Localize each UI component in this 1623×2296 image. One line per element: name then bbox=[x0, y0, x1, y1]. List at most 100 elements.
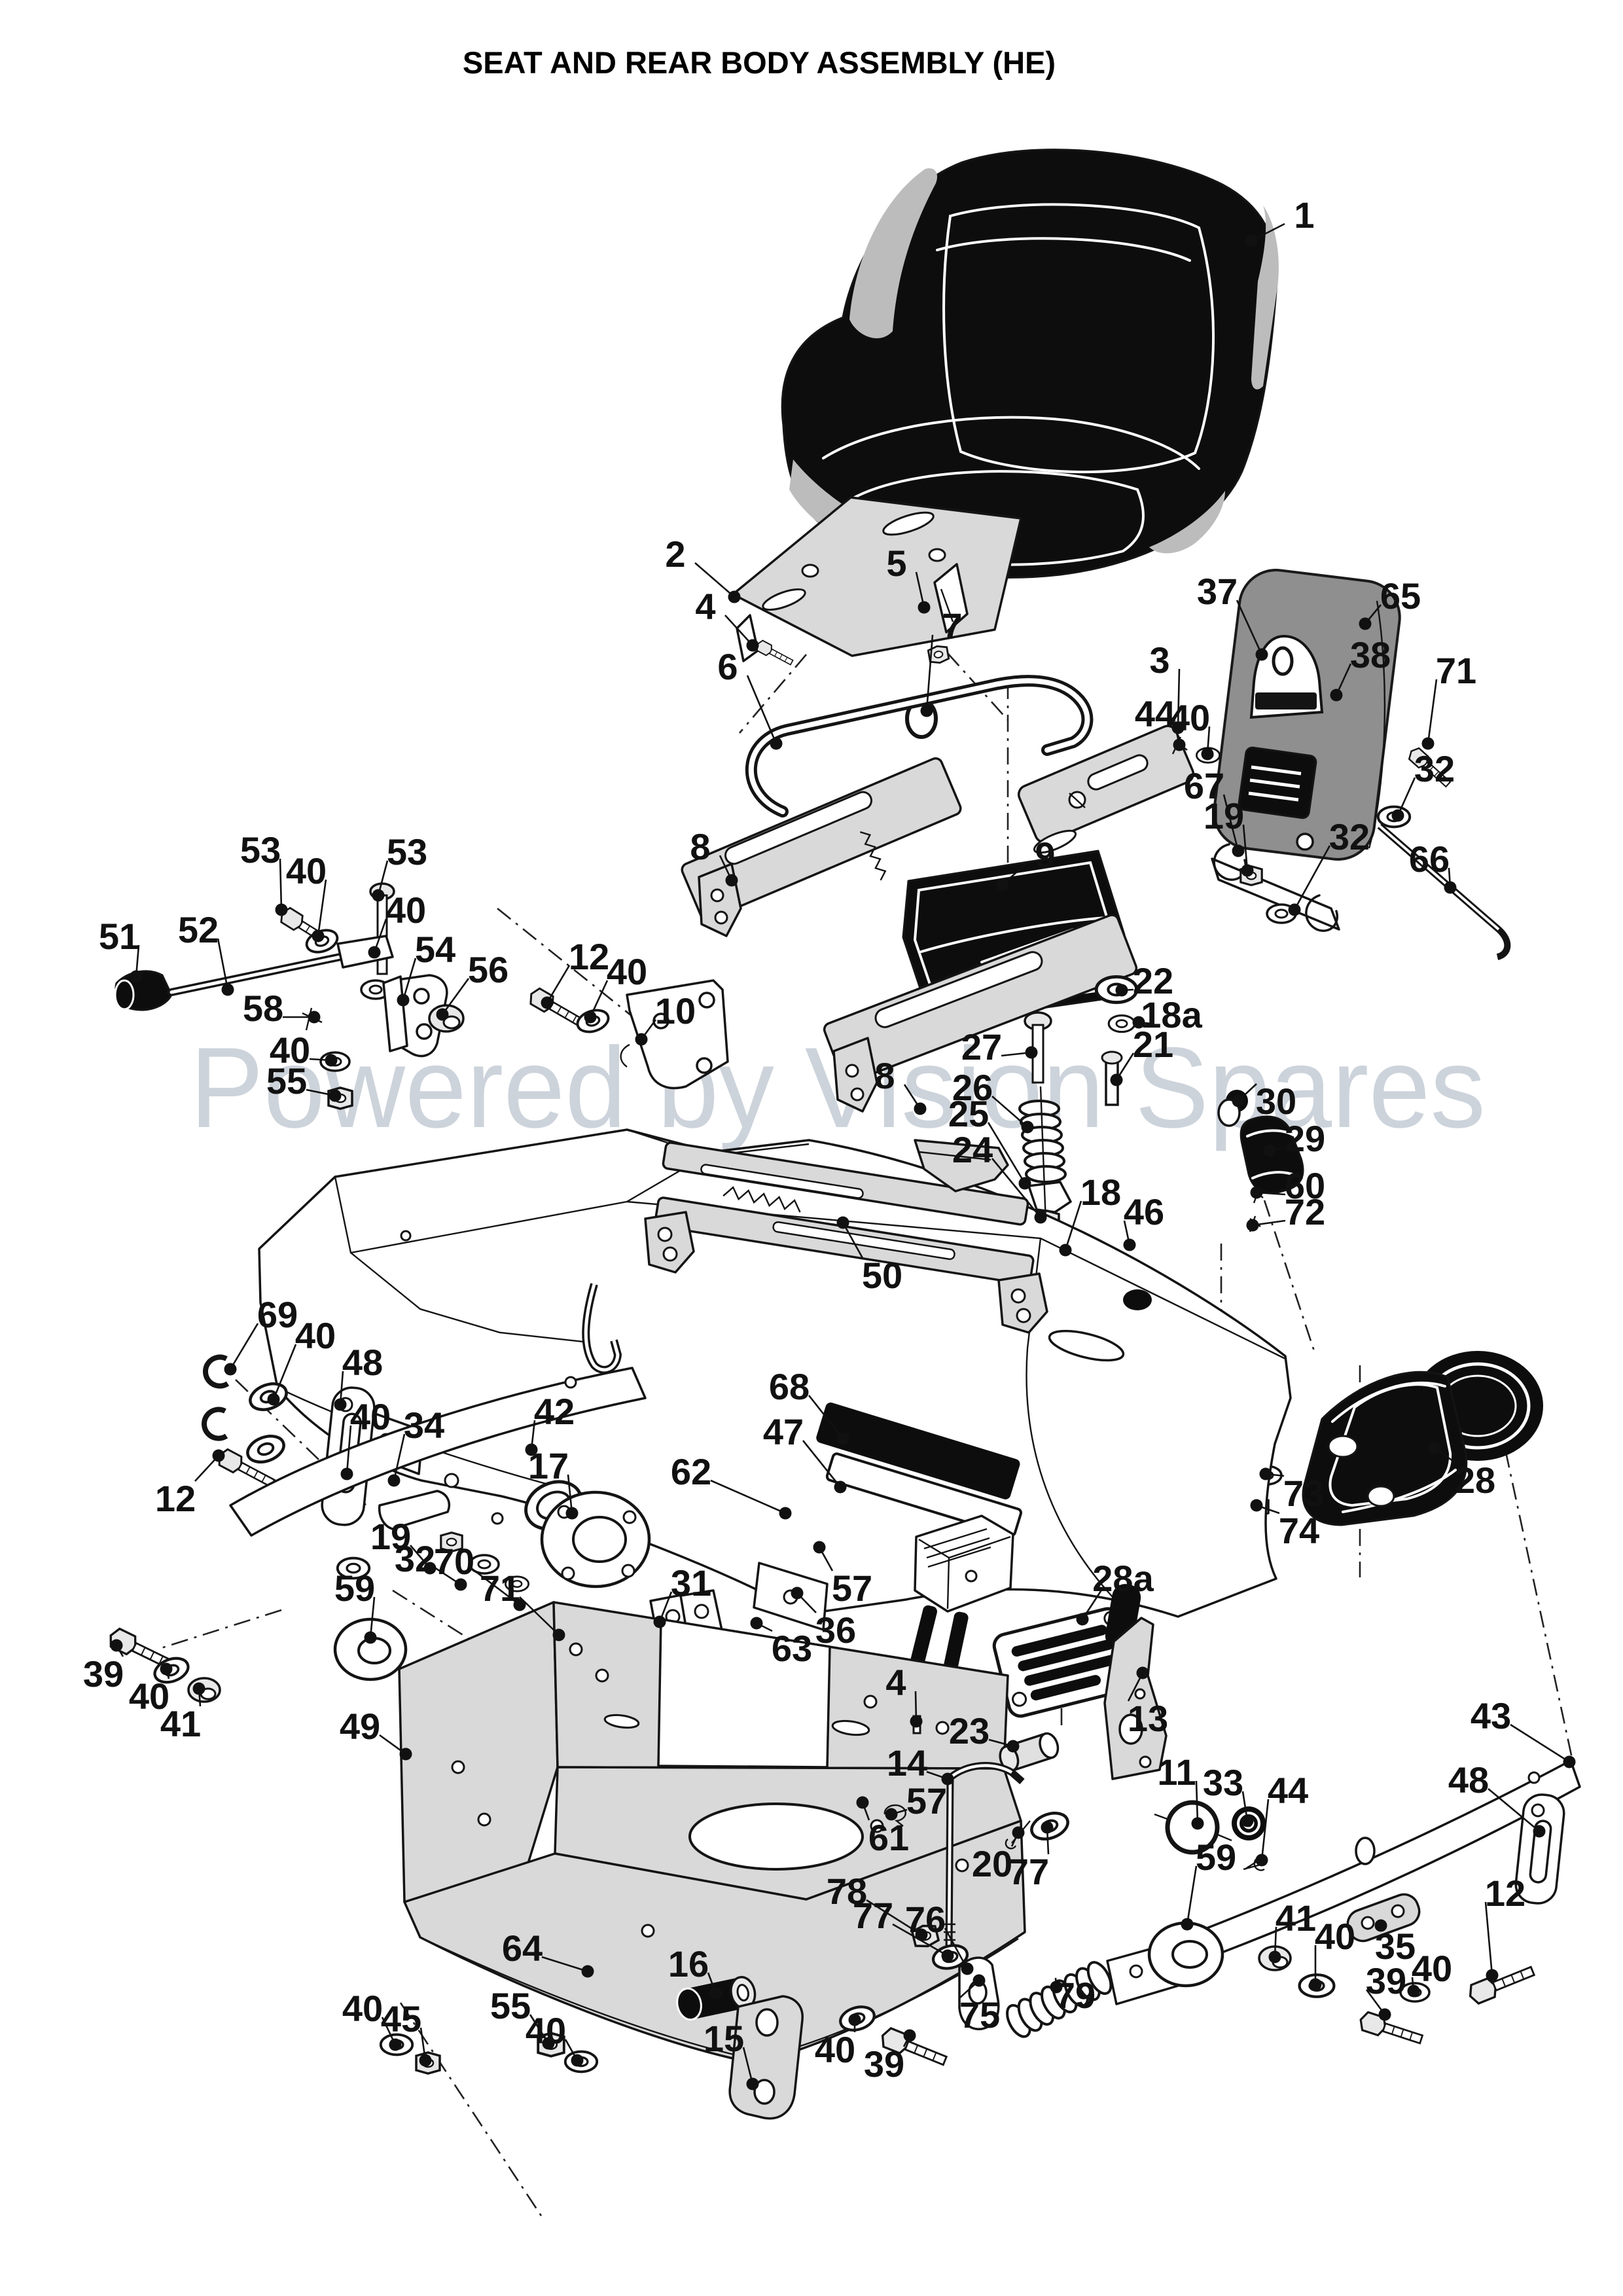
svg-text:14: 14 bbox=[887, 1742, 927, 1784]
warning-triangle-decal bbox=[1249, 634, 1324, 719]
callout-13: 13 bbox=[1127, 1666, 1168, 1739]
instruction-decal bbox=[1238, 746, 1317, 819]
callout-62: 62 bbox=[671, 1451, 792, 1520]
svg-text:48: 48 bbox=[1448, 1759, 1489, 1801]
svg-text:33: 33 bbox=[1203, 1762, 1243, 1803]
svg-text:71: 71 bbox=[1436, 650, 1476, 691]
svg-text:52: 52 bbox=[178, 909, 219, 950]
callout-21: 21 bbox=[1110, 1024, 1173, 1086]
callout-40: 40 bbox=[1309, 1916, 1355, 1991]
callout-50: 50 bbox=[836, 1216, 902, 1296]
svg-text:40: 40 bbox=[350, 1396, 391, 1437]
callout-40: 40 bbox=[342, 1988, 402, 2051]
callout-20: 20 bbox=[972, 1826, 1025, 1884]
svg-text:2: 2 bbox=[665, 533, 685, 575]
callout-61: 61 bbox=[856, 1796, 909, 1858]
svg-text:12: 12 bbox=[569, 936, 609, 977]
svg-text:1: 1 bbox=[1294, 194, 1314, 236]
svg-text:55: 55 bbox=[266, 1060, 307, 1102]
svg-text:64: 64 bbox=[502, 1928, 543, 1969]
svg-text:53: 53 bbox=[240, 829, 281, 870]
svg-text:69: 69 bbox=[257, 1294, 298, 1335]
callout-6: 6 bbox=[717, 646, 783, 750]
callout-52: 52 bbox=[178, 909, 234, 996]
callout-39: 39 bbox=[864, 2029, 916, 2085]
page-title: SEAT AND REAR BODY ASSEMBLY (HE) bbox=[463, 45, 1056, 80]
leaf-bar-42 bbox=[229, 1367, 647, 1537]
callout-5: 5 bbox=[886, 543, 931, 614]
svg-text:4: 4 bbox=[885, 1662, 906, 1703]
discharge-chute bbox=[1246, 1351, 1543, 1526]
svg-text:40: 40 bbox=[270, 1030, 310, 1071]
callout-4: 4 bbox=[885, 1662, 923, 1728]
svg-text:17: 17 bbox=[528, 1445, 569, 1486]
svg-text:30: 30 bbox=[1256, 1081, 1296, 1122]
callout-32: 32 bbox=[1288, 816, 1370, 916]
callout-59: 59 bbox=[334, 1568, 377, 1644]
svg-text:23: 23 bbox=[949, 1710, 990, 1751]
svg-text:4: 4 bbox=[695, 586, 715, 627]
callout-7: 7 bbox=[920, 605, 963, 717]
callout-66: 66 bbox=[1409, 838, 1457, 894]
svg-text:47: 47 bbox=[763, 1411, 804, 1452]
svg-text:55: 55 bbox=[490, 1985, 531, 2026]
callout-40: 40 bbox=[526, 2010, 584, 2067]
svg-text:5: 5 bbox=[886, 543, 906, 584]
svg-text:40: 40 bbox=[526, 2010, 566, 2051]
callout-29: 29 bbox=[1263, 1118, 1325, 1159]
callout-34: 34 bbox=[387, 1405, 444, 1487]
svg-text:36: 36 bbox=[815, 1609, 856, 1651]
svg-text:24: 24 bbox=[952, 1129, 993, 1170]
mulch-plate-28a bbox=[992, 1607, 1136, 1718]
callout-17: 17 bbox=[528, 1445, 579, 1520]
callout-3: 3 bbox=[1149, 639, 1185, 734]
svg-text:76: 76 bbox=[905, 1899, 946, 1940]
svg-text:3: 3 bbox=[1149, 639, 1169, 681]
callout-19: 19 bbox=[370, 1516, 437, 1575]
svg-text:46: 46 bbox=[1124, 1191, 1164, 1232]
callout-71: 71 bbox=[1421, 650, 1476, 750]
svg-text:15: 15 bbox=[704, 2018, 744, 2059]
callout-40: 40 bbox=[340, 1396, 391, 1480]
callout-37: 37 bbox=[1197, 571, 1268, 661]
callout-40: 40 bbox=[815, 2013, 861, 2070]
callout-40: 40 bbox=[368, 889, 426, 959]
svg-text:18: 18 bbox=[1080, 1172, 1121, 1213]
callout-64: 64 bbox=[502, 1928, 594, 1978]
callout-18a: 18a bbox=[1132, 994, 1203, 1035]
callout-16: 16 bbox=[668, 1943, 722, 2000]
svg-text:71: 71 bbox=[480, 1568, 520, 1609]
callout-72: 72 bbox=[1246, 1191, 1325, 1232]
callout-42: 42 bbox=[525, 1391, 575, 1456]
callout-46: 46 bbox=[1123, 1191, 1164, 1251]
callout-70: 70 bbox=[434, 1541, 526, 1611]
callout-10: 10 bbox=[635, 990, 696, 1046]
callout-27: 27 bbox=[961, 1026, 1038, 1067]
svg-text:41: 41 bbox=[1275, 1897, 1316, 1939]
callout-51: 51 bbox=[99, 916, 143, 983]
callout-55: 55 bbox=[490, 1985, 555, 2050]
callout-35: 35 bbox=[1374, 1919, 1416, 1967]
svg-text:21: 21 bbox=[1133, 1024, 1173, 1065]
callout-40: 40 bbox=[1169, 697, 1214, 761]
seat-slide-rails-50 bbox=[644, 1139, 1048, 1334]
callout-79: 79 bbox=[1050, 1975, 1096, 2016]
callout-18: 18 bbox=[1059, 1172, 1121, 1257]
callout-22: 22 bbox=[1115, 960, 1173, 1001]
svg-text:72: 72 bbox=[1285, 1191, 1325, 1232]
svg-text:20: 20 bbox=[972, 1843, 1012, 1884]
callout-53: 53 bbox=[240, 829, 288, 916]
slide-rail-lower bbox=[823, 914, 1138, 1113]
svg-text:59: 59 bbox=[334, 1568, 375, 1609]
svg-text:60: 60 bbox=[1285, 1165, 1325, 1206]
svg-text:74: 74 bbox=[1279, 1510, 1319, 1551]
svg-text:56: 56 bbox=[468, 949, 508, 990]
callout-44: 44 bbox=[1135, 693, 1186, 751]
svg-text:40: 40 bbox=[295, 1315, 336, 1356]
callout-12: 12 bbox=[155, 1449, 225, 1519]
svg-text:32: 32 bbox=[1329, 816, 1370, 857]
svg-text:63: 63 bbox=[772, 1628, 812, 1669]
callout-26: 26 bbox=[952, 1067, 1034, 1134]
svg-text:40: 40 bbox=[1315, 1916, 1355, 1957]
